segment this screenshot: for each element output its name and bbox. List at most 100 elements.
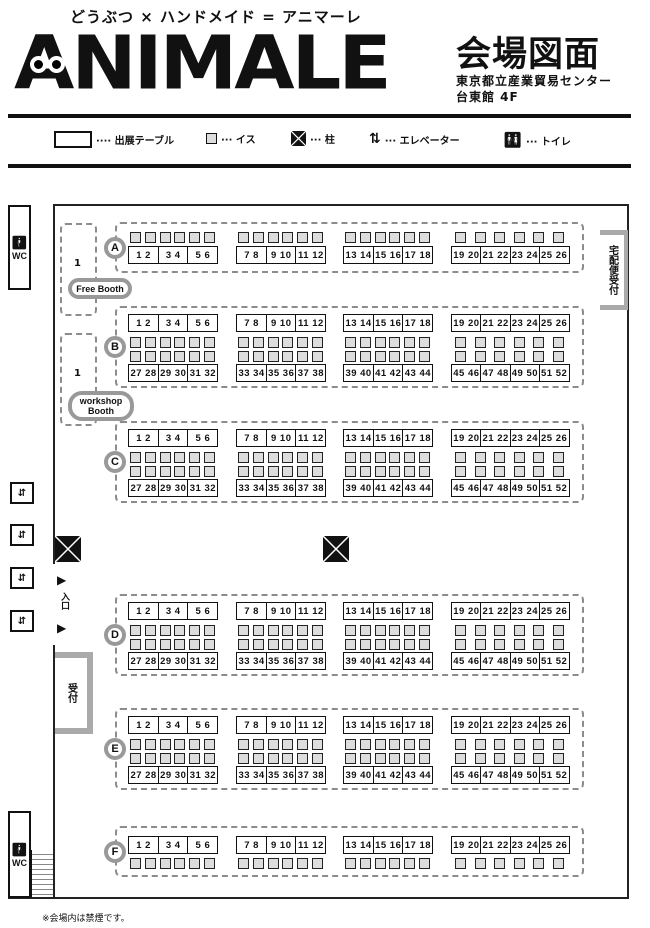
exhibit-table[interactable]: 9 10 [265, 716, 297, 734]
exhibit-table[interactable]: 21 22 [480, 602, 511, 620]
exhibit-table[interactable]: 43 44 [402, 652, 434, 670]
exhibit-table[interactable]: 25 26 [538, 246, 570, 264]
exhibit-table[interactable]: 43 44 [402, 364, 434, 382]
exhibit-table[interactable]: 5 6 [187, 429, 219, 447]
exhibit-table[interactable]: 3 4 [157, 836, 189, 854]
exhibit-table[interactable]: 51 52 [538, 364, 570, 382]
exhibit-table[interactable]: 21 22 [480, 429, 511, 447]
exhibit-table[interactable]: 1 2 [128, 314, 160, 332]
exhibit-table[interactable]: 5 6 [187, 836, 219, 854]
exhibit-table[interactable]: 9 10 [265, 314, 297, 332]
exhibit-table[interactable]: 3 4 [157, 716, 189, 734]
exhibit-table[interactable]: 43 44 [402, 766, 434, 784]
exhibit-table[interactable]: 37 38 [295, 652, 327, 670]
exhibit-table[interactable]: 23 24 [509, 602, 541, 620]
exhibit-table[interactable]: 7 8 [236, 602, 268, 620]
exhibit-table[interactable]: 7 8 [236, 314, 268, 332]
exhibit-table[interactable]: 7 8 [236, 836, 268, 854]
exhibit-table[interactable]: 19 20 [451, 246, 482, 264]
exhibit-table[interactable]: 41 42 [372, 364, 404, 382]
exhibit-table[interactable]: 29 30 [157, 652, 189, 670]
exhibit-table[interactable]: 15 16 [372, 716, 404, 734]
exhibit-table[interactable]: 17 18 [402, 602, 434, 620]
exhibit-table[interactable]: 47 48 [480, 766, 511, 784]
exhibit-table[interactable]: 3 4 [157, 246, 189, 264]
exhibit-table[interactable]: 1 2 [128, 716, 160, 734]
exhibit-table[interactable]: 19 20 [451, 314, 482, 332]
exhibit-table[interactable]: 3 4 [157, 429, 189, 447]
exhibit-table[interactable]: 9 10 [265, 602, 297, 620]
exhibit-table[interactable]: 15 16 [372, 429, 404, 447]
exhibit-table[interactable]: 7 8 [236, 246, 268, 264]
exhibit-table[interactable]: 27 28 [128, 479, 160, 497]
exhibit-table[interactable]: 5 6 [187, 246, 219, 264]
exhibit-table[interactable]: 45 46 [451, 766, 482, 784]
exhibit-table[interactable]: 23 24 [509, 716, 541, 734]
exhibit-table[interactable]: 29 30 [157, 479, 189, 497]
exhibit-table[interactable]: 47 48 [480, 652, 511, 670]
entrance-label[interactable]: 入口 [59, 592, 69, 610]
exhibit-table[interactable]: 35 36 [265, 766, 297, 784]
exhibit-table[interactable]: 11 12 [295, 314, 327, 332]
exhibit-table[interactable]: 11 12 [295, 429, 327, 447]
exhibit-table[interactable]: 27 28 [128, 652, 160, 670]
exhibit-table[interactable]: 3 4 [157, 602, 189, 620]
exhibit-table[interactable]: 23 24 [509, 314, 541, 332]
exhibit-table[interactable]: 39 40 [343, 652, 375, 670]
exhibit-table[interactable]: 47 48 [480, 364, 511, 382]
workshop-booth-label[interactable]: workshop Booth [68, 391, 134, 421]
exhibit-table[interactable]: 15 16 [372, 314, 404, 332]
exhibit-table[interactable]: 19 20 [451, 836, 482, 854]
exhibit-table[interactable]: 15 16 [372, 602, 404, 620]
exhibit-table[interactable]: 19 20 [451, 602, 482, 620]
exhibit-table[interactable]: 15 16 [372, 246, 404, 264]
exhibit-table[interactable]: 41 42 [372, 766, 404, 784]
exhibit-table[interactable]: 33 34 [236, 766, 268, 784]
free-booth-label[interactable]: Free Booth [68, 278, 132, 299]
exhibit-table[interactable]: 23 24 [509, 429, 541, 447]
exhibit-table[interactable]: 21 22 [480, 716, 511, 734]
exhibit-table[interactable]: 27 28 [128, 364, 160, 382]
exhibit-table[interactable]: 41 42 [372, 652, 404, 670]
exhibit-table[interactable]: 5 6 [187, 602, 219, 620]
exhibit-table[interactable]: 19 20 [451, 429, 482, 447]
exhibit-table[interactable]: 17 18 [402, 836, 434, 854]
exhibit-table[interactable]: 31 32 [187, 364, 219, 382]
exhibit-table[interactable]: 31 32 [187, 766, 219, 784]
exhibit-table[interactable]: 5 6 [187, 314, 219, 332]
exhibit-table[interactable]: 49 50 [509, 479, 541, 497]
exhibit-table[interactable]: 13 14 [343, 246, 375, 264]
exhibit-table[interactable]: 9 10 [265, 836, 297, 854]
exhibit-table[interactable]: 33 34 [236, 652, 268, 670]
exhibit-table[interactable]: 49 50 [509, 364, 541, 382]
exhibit-table[interactable]: 29 30 [157, 766, 189, 784]
exhibit-table[interactable]: 23 24 [509, 836, 541, 854]
exhibit-table[interactable]: 35 36 [265, 479, 297, 497]
exhibit-table[interactable]: 11 12 [295, 836, 327, 854]
exhibit-table[interactable]: 11 12 [295, 246, 327, 264]
exhibit-table[interactable]: 13 14 [343, 602, 375, 620]
exhibit-table[interactable]: 33 34 [236, 364, 268, 382]
exhibit-table[interactable]: 13 14 [343, 429, 375, 447]
exhibit-table[interactable]: 17 18 [402, 246, 434, 264]
exhibit-table[interactable]: 35 36 [265, 364, 297, 382]
exhibit-table[interactable]: 13 14 [343, 314, 375, 332]
exhibit-table[interactable]: 5 6 [187, 716, 219, 734]
exhibit-table[interactable]: 7 8 [236, 429, 268, 447]
exhibit-table[interactable]: 25 26 [538, 602, 570, 620]
exhibit-table[interactable]: 3 4 [157, 314, 189, 332]
exhibit-table[interactable]: 25 26 [538, 429, 570, 447]
exhibit-table[interactable]: 13 14 [343, 836, 375, 854]
exhibit-table[interactable]: 9 10 [265, 246, 297, 264]
exhibit-table[interactable]: 29 30 [157, 364, 189, 382]
exhibit-table[interactable]: 9 10 [265, 429, 297, 447]
exhibit-table[interactable]: 1 2 [128, 246, 160, 264]
exhibit-table[interactable]: 23 24 [509, 246, 541, 264]
exhibit-table[interactable]: 37 38 [295, 364, 327, 382]
exhibit-table[interactable]: 51 52 [538, 766, 570, 784]
exhibit-table[interactable]: 17 18 [402, 716, 434, 734]
exhibit-table[interactable]: 35 36 [265, 652, 297, 670]
exhibit-table[interactable]: 27 28 [128, 766, 160, 784]
exhibit-table[interactable]: 41 42 [372, 479, 404, 497]
exhibit-table[interactable]: 25 26 [538, 716, 570, 734]
